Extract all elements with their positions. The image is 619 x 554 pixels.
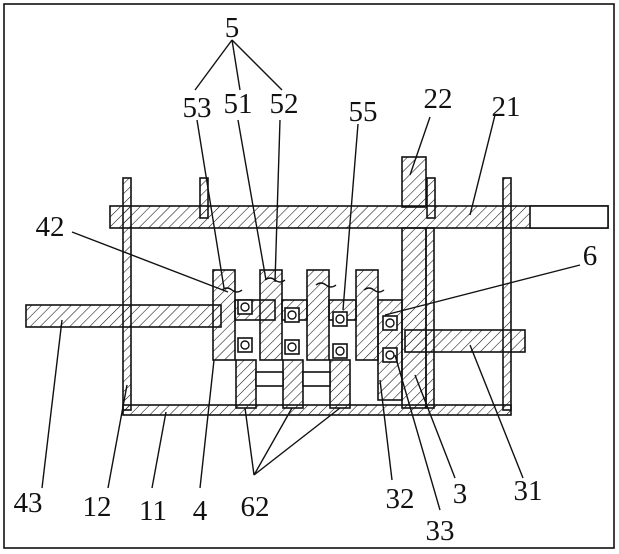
left-shaft [25, 304, 222, 328]
right-shaft [404, 329, 526, 353]
frame-base [122, 404, 512, 416]
label-4: 4 [193, 495, 208, 527]
label-43: 43 [14, 487, 43, 519]
label-53: 53 [183, 92, 212, 124]
leader-lines [41, 39, 581, 511]
label-6: 6 [583, 240, 598, 272]
part-labels: 5 53 51 52 55 22 21 42 6 43 12 11 4 62 3… [14, 12, 598, 547]
label-32: 32 [386, 483, 415, 515]
label-3: 3 [453, 478, 468, 510]
bearings [237, 299, 398, 363]
lower-bars [235, 359, 351, 409]
label-51: 51 [224, 88, 253, 120]
label-11: 11 [139, 495, 167, 527]
label-5: 5 [225, 12, 240, 44]
label-22: 22 [424, 83, 453, 115]
upper-shaft [109, 205, 609, 229]
label-33: 33 [426, 515, 455, 547]
upper-gear [401, 156, 435, 409]
label-42: 42 [36, 211, 65, 243]
frame-verticals [122, 177, 512, 411]
label-62: 62 [241, 491, 270, 523]
label-55: 55 [349, 96, 378, 128]
label-21: 21 [492, 91, 521, 123]
label-31: 31 [514, 475, 543, 507]
label-12: 12 [83, 491, 112, 523]
label-52: 52 [270, 88, 299, 120]
drawing-border [3, 3, 615, 549]
